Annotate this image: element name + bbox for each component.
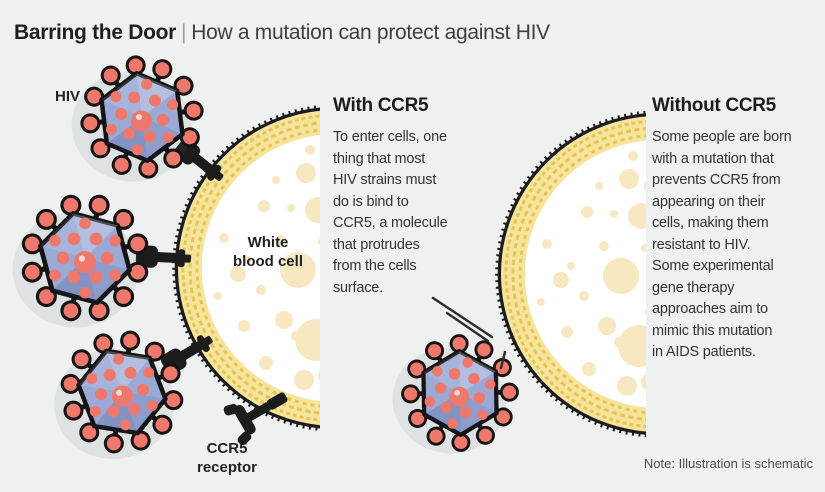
title-bold: Barring the Door: [14, 21, 177, 44]
panel-without-ccr5-body: Some people are born with a mutation tha…: [652, 129, 792, 360]
panel-with-ccr5-heading: With CCR5: [333, 95, 429, 116]
deflection-marks: [431, 296, 507, 370]
title-subtitle: How a mutation can protect against HIV: [191, 21, 550, 44]
hiv-label: HIV: [55, 88, 81, 105]
panel-without-ccr5-heading: Without CCR5: [652, 95, 776, 116]
white-blood-cell-label: White blood cell: [232, 234, 303, 270]
ccr5-receptor-label: CCR5 receptor: [196, 440, 258, 476]
hiv-virus-1: [64, 47, 210, 190]
schematic-note: Note: Illustration is schematic: [643, 456, 813, 471]
panel-with-ccr5: With CCR5 To enter cells, one thing that…: [333, 95, 501, 299]
title-separator: |: [181, 21, 187, 44]
page-title: Barring the Door|How a mutation can prot…: [14, 21, 550, 45]
hiv-virus-bouncing: [381, 321, 530, 468]
panel-with-ccr5-body: To enter cells, one thing that most HIV …: [333, 129, 448, 296]
panel-without-ccr5: Without CCR5 Some people are born with a…: [652, 95, 820, 364]
hiv-virus-2: [13, 194, 149, 327]
